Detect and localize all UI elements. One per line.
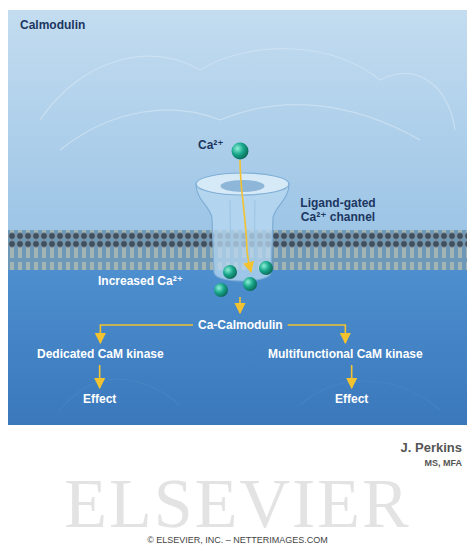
ion-increase-label: Increased Ca²⁺ (98, 274, 183, 288)
channel-label: Ligand-gated Ca²⁺ channel (292, 196, 384, 225)
label-text: MS, MFA (425, 458, 463, 469)
node-text: Dedicated CaM kinase (37, 347, 164, 361)
flow-arrow (99, 365, 101, 388)
label-text: Ligand-gated Ca²⁺ channel (292, 196, 384, 225)
effect-label: Effect (80, 390, 119, 408)
label-text: Ca²⁺ (198, 138, 224, 152)
ion-label: Ca²⁺ (198, 138, 224, 152)
node-text: Multifunctional CaM kinase (268, 347, 423, 361)
effect-label: Effect (332, 390, 371, 408)
caption-text: © ELSEVIER, INC. – NETTERIMAGES.COM (147, 535, 328, 545)
label-text: ELSEVIER (0, 462, 475, 546)
node-text: Effect (83, 392, 116, 406)
label-text: J. Perkins (401, 440, 462, 456)
flow-arrow (288, 325, 346, 343)
label-text: Increased Ca²⁺ (98, 274, 183, 288)
flow-arrow (351, 365, 353, 388)
flow-arrow (100, 325, 193, 343)
kinase-label: Dedicated CaM kinase (34, 345, 167, 363)
kinase-label: Multifunctional CaM kinase (265, 345, 426, 363)
title-text: Calmodulin (20, 18, 85, 32)
artist-name: J. Perkins (401, 440, 462, 456)
complex-label: Ca-Calmodulin (195, 316, 286, 334)
node-text: Effect (335, 392, 368, 406)
artist-degree: MS, MFA (425, 458, 463, 469)
watermark: ELSEVIER (0, 462, 475, 546)
node-text: Ca-Calmodulin (198, 318, 283, 332)
copyright-caption: © ELSEVIER, INC. – NETTERIMAGES.COM (0, 535, 475, 545)
diagram-title: Calmodulin (20, 18, 85, 32)
